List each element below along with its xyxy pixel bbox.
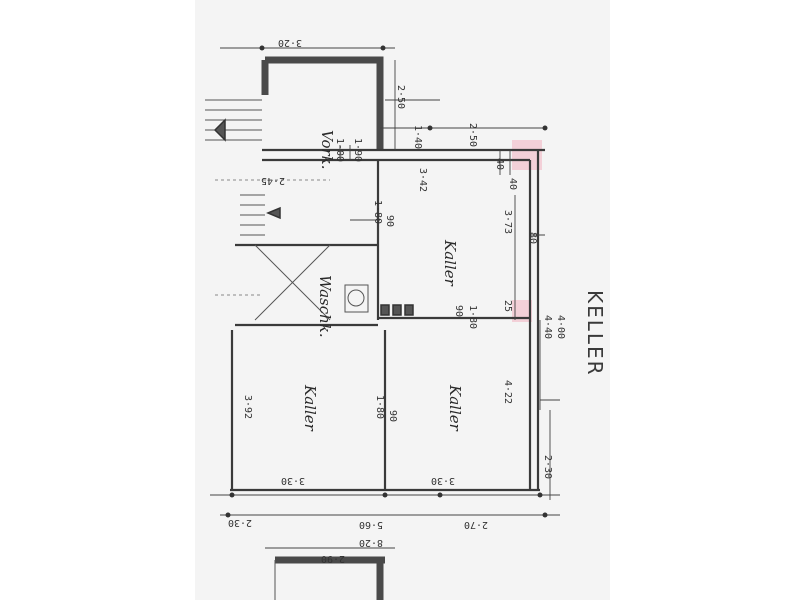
dim-320: 3·20 bbox=[278, 37, 302, 48]
sink-drain bbox=[347, 289, 365, 307]
column-1 bbox=[380, 304, 390, 316]
dim-560: 5·60 bbox=[359, 519, 383, 530]
dim-400: 4·00 bbox=[555, 315, 566, 339]
dim-140: 1·40 bbox=[412, 125, 423, 149]
dim-40b: 40 bbox=[507, 178, 518, 190]
stairs-middle bbox=[240, 194, 265, 236]
stair-arrow-icon bbox=[213, 118, 226, 142]
dim-100: 1·00 bbox=[334, 138, 345, 162]
column-3 bbox=[404, 304, 414, 316]
dim-190: 1·90 bbox=[352, 138, 363, 162]
room-label-vork: Vork. bbox=[318, 130, 336, 170]
dim-250b: 2·50 bbox=[467, 123, 478, 147]
dim-80: 80 bbox=[527, 232, 538, 244]
dim-373: 3·73 bbox=[502, 210, 513, 234]
room-label-waschk: Waschk. bbox=[316, 275, 334, 338]
stairs bbox=[205, 99, 281, 236]
room-label-kaller-right: Kaller bbox=[446, 384, 464, 432]
room-labels: Vork. Kaller Waschk. Kaller Kaller KELLE… bbox=[301, 130, 607, 432]
dim-line-40 bbox=[499, 150, 511, 175]
dim-180b: 1·80 bbox=[467, 305, 478, 329]
dim-290: 2·90 bbox=[321, 553, 345, 564]
dim-230a: 2·30 bbox=[542, 455, 553, 479]
dim-330b: 3·30 bbox=[431, 475, 455, 486]
dim-line-373 bbox=[514, 195, 545, 320]
room-label-kaller-left: Kaller bbox=[301, 384, 319, 432]
dim-392: 3·92 bbox=[242, 395, 253, 419]
dim-245: 2·45 bbox=[261, 175, 285, 186]
dim-250a: 2·50 bbox=[395, 85, 406, 109]
dim-40a: 40 bbox=[494, 158, 505, 170]
room-label-kaller-center: Kaller bbox=[441, 239, 459, 287]
wall-vork-top bbox=[265, 56, 384, 150]
dim-342: 3·42 bbox=[417, 168, 428, 192]
dimension-lines bbox=[210, 45, 560, 549]
pink-mark-lower bbox=[512, 300, 532, 322]
stair-arrow-icon-2 bbox=[266, 206, 281, 220]
waschk-diag-2 bbox=[254, 244, 331, 321]
dim-line-100 bbox=[339, 145, 351, 160]
dim-90b: 90 bbox=[453, 305, 464, 317]
dim-180c: 1·80 bbox=[374, 395, 385, 419]
dim-90a: 90 bbox=[384, 215, 395, 227]
dimension-labels: 3·20 1·40 2·50 2·50 1·00 1·90 3·42 40 40… bbox=[228, 37, 566, 564]
dim-90c: 90 bbox=[387, 410, 398, 422]
dim-line-230 bbox=[540, 399, 560, 500]
dim-820: 8·20 bbox=[359, 537, 383, 548]
stairs-top bbox=[205, 99, 262, 141]
dim-270: 2·70 bbox=[464, 519, 488, 530]
dim-440: 4·40 bbox=[542, 315, 553, 339]
dim-230b: 2·30 bbox=[228, 517, 252, 528]
dim-422: 4·22 bbox=[502, 380, 513, 404]
dim-line-180 bbox=[350, 205, 380, 240]
sink bbox=[344, 284, 369, 313]
dim-25: 25 bbox=[502, 300, 513, 312]
columns bbox=[380, 304, 414, 316]
plan-title: KELLER bbox=[583, 290, 607, 377]
dim-180a: 1·80 bbox=[372, 200, 383, 224]
dim-330a: 3·30 bbox=[281, 475, 305, 486]
walls bbox=[230, 56, 545, 600]
column-2 bbox=[392, 304, 402, 316]
